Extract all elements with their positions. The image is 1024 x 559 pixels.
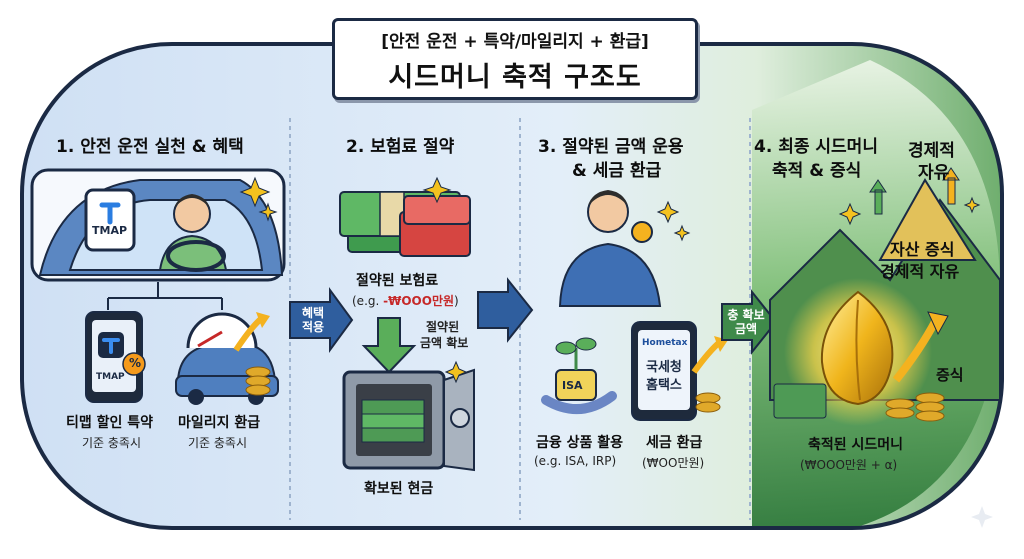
financial-product-note: (e.g. ISA, IRP) — [534, 454, 617, 468]
step2-heading: 2. 보험료 절약 — [346, 137, 455, 157]
step1-phone-app-label: TMAP — [96, 372, 125, 382]
secured-cash-label: 확보된 현금 — [364, 481, 434, 497]
financial-product-label: 금융 상품 활용 — [536, 435, 624, 451]
tmap-discount-label: 티맵 할인 특약 — [66, 415, 154, 431]
arrow3-label: 충 확보 금액 — [724, 308, 768, 336]
saved-premium-label: 절약된 보험료 — [356, 273, 439, 289]
mileage-refund-note: 기준 충족시 — [188, 436, 248, 450]
step4-heading-line1: 4. 최종 시드머니 — [754, 137, 878, 157]
title-line1: [안전 운전 + 특약/마일리지 + 환급] — [381, 32, 649, 52]
step1-heading: 1. 안전 운전 실천 & 혜택 — [56, 137, 244, 157]
title-line2: 시드머니 축적 구조도 — [388, 62, 642, 93]
hometax-line2: 홈택스 — [646, 378, 682, 393]
seed-money-note: (₩OOO만원 + α) — [800, 458, 898, 472]
secured-line2: 금액 확보 — [420, 336, 469, 350]
step3-heading-line2: & 세금 환급 — [572, 161, 662, 181]
peak-label-line2: 자유 — [918, 163, 950, 183]
tax-refund-label: 세금 환급 — [646, 435, 703, 451]
hometax-brand: Hometax — [642, 338, 688, 348]
seed-money-label: 축적된 시드머니 — [808, 437, 904, 453]
mileage-refund-label: 마일리지 환급 — [178, 415, 261, 431]
mountain-label-line2: 경제적 자유 — [880, 262, 960, 281]
arrow3-label-line1: 충 확보 — [727, 308, 765, 322]
peak-label-line1: 경제적 — [908, 141, 955, 161]
tax-refund-note: (₩OO만원) — [642, 456, 705, 470]
arrow3-label-line2: 금액 — [734, 322, 758, 336]
mountain-label-line1: 자산 증식 — [890, 240, 955, 259]
secured-line1: 절약된 — [426, 320, 460, 334]
arrow1-label-line1: 혜택 — [301, 306, 325, 320]
percent-icon: % — [129, 356, 142, 370]
growth-label: 증식 — [936, 366, 964, 384]
tmap-discount-note: 기준 충족시 — [82, 436, 142, 450]
isa-badge: ISA — [562, 379, 583, 392]
arrow1-label: 혜택 적용 — [292, 306, 334, 334]
saved-premium-note: (e.g. -₩OOO만원) — [352, 294, 459, 308]
step3-heading-line1: 3. 절약된 금액 운용 — [538, 137, 684, 157]
title-box: [안전 운전 + 특약/마일리지 + 환급] 시드머니 축적 구조도 — [332, 18, 698, 100]
arrow1-label-line2: 적용 — [301, 320, 325, 334]
step4-heading-line2: 축적 & 증식 — [772, 161, 862, 181]
hometax-line1: 국세청 — [646, 360, 682, 375]
step1-car-app-label: TMAP — [92, 224, 128, 237]
